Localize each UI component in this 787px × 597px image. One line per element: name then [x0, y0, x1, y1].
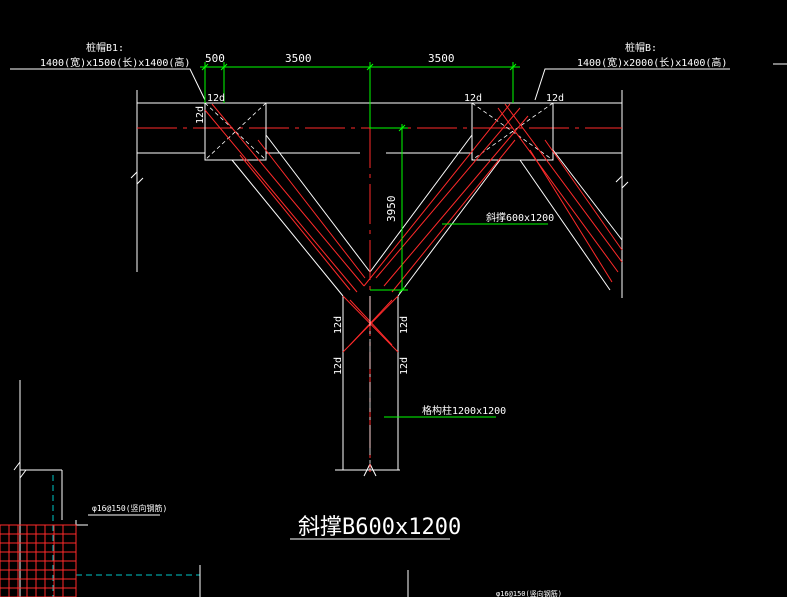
brace-right-outline	[369, 134, 501, 297]
rebar-note: φ16@150(竖向钢筋)	[92, 503, 167, 513]
dim-3500-right: 3500	[428, 52, 455, 65]
brace-far-right-outline	[519, 149, 623, 291]
pile-cap-right-cross	[471, 102, 554, 161]
bottom-fragment: φ16@150(竖向钢筋)	[496, 589, 562, 597]
brace-left-outline	[231, 134, 371, 297]
dim-500: 500	[205, 52, 225, 65]
brace-note: 斜撑600x1200	[486, 211, 554, 224]
cap-right-name: 桩帽B:	[625, 41, 657, 54]
main-title: 斜撑B600x1200	[298, 515, 461, 540]
break-mark-lower-left	[13, 460, 27, 480]
rebar-grid	[0, 524, 77, 597]
dimension-ticks	[201, 63, 517, 294]
anchor-label-2: 12d	[195, 106, 206, 124]
pile-cap-left	[204, 102, 267, 161]
anchor-label-4: 12d	[546, 93, 564, 104]
anchor-label-5: 12d	[333, 316, 344, 334]
anchor-label-1: 12d	[207, 93, 225, 104]
cap-left-size: 1400(宽)x1500(长)x1400(高)	[40, 56, 190, 69]
anchor-label-8: 12d	[399, 357, 410, 375]
dimension-lines	[200, 62, 548, 418]
column-outline	[335, 296, 400, 471]
column-note: 格构柱1200x1200	[422, 404, 506, 417]
cap-right-size: 1400(宽)x2000(长)x1400(高)	[577, 56, 727, 69]
anchor-label-3: 12d	[464, 93, 482, 104]
dim-3500-left: 3500	[285, 52, 312, 65]
anchor-label-7: 12d	[333, 357, 344, 375]
brace-left-rebar	[204, 103, 366, 293]
brace-right-rebar	[363, 103, 529, 293]
cap-right-leader	[534, 68, 730, 101]
break-mark-left	[130, 170, 144, 186]
cap-left-name: 桩帽B1:	[86, 41, 124, 54]
lower-left-cyan	[52, 475, 200, 597]
break-mark-right	[615, 174, 629, 190]
brace-far-right-rebar	[497, 103, 623, 283]
lower-left-detail	[19, 380, 160, 597]
cap-left-leader	[10, 68, 206, 101]
dim-3950: 3950	[385, 196, 398, 223]
anchor-label-6: 12d	[399, 316, 410, 334]
